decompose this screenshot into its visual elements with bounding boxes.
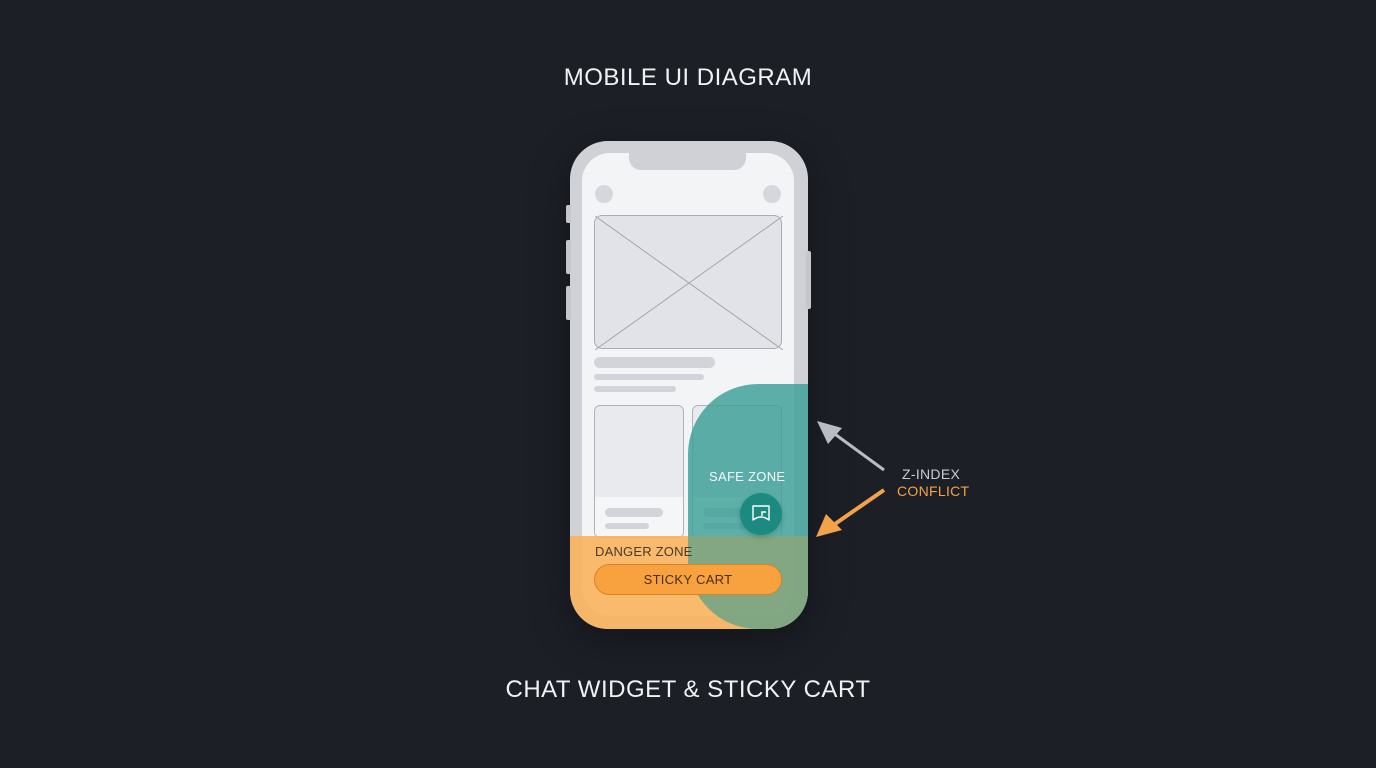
annotation-conflict: CONFLICT xyxy=(897,483,970,499)
text-line-1 xyxy=(594,374,704,380)
image-placeholder-icon xyxy=(594,215,783,350)
phone-side-button-3 xyxy=(566,286,571,320)
text-line-2 xyxy=(594,386,676,392)
status-dot-left xyxy=(595,185,613,203)
arrow-orange-icon xyxy=(816,488,886,537)
phone-power-button xyxy=(806,251,811,309)
arrow-gray-icon xyxy=(817,421,885,472)
chat-widget-button[interactable] xyxy=(740,493,782,535)
phone-side-button-2 xyxy=(566,240,571,274)
sticky-cart-button[interactable]: STICKY CART xyxy=(594,564,782,595)
product-card-left xyxy=(594,405,684,538)
phone-notch xyxy=(629,153,746,170)
text-line-heading xyxy=(594,357,715,368)
phone-side-button-1 xyxy=(566,205,571,223)
safe-zone-label: SAFE ZONE xyxy=(709,469,786,484)
danger-zone-label: DANGER ZONE xyxy=(595,544,693,559)
annotation-z-index: Z-INDEX xyxy=(902,466,961,482)
chat-bubble-icon xyxy=(752,505,770,521)
diagram-subtitle: CHAT WIDGET & STICKY CART xyxy=(505,676,871,703)
diagram-title: MOBILE UI DIAGRAM xyxy=(563,64,813,91)
status-dot-right xyxy=(763,185,781,203)
